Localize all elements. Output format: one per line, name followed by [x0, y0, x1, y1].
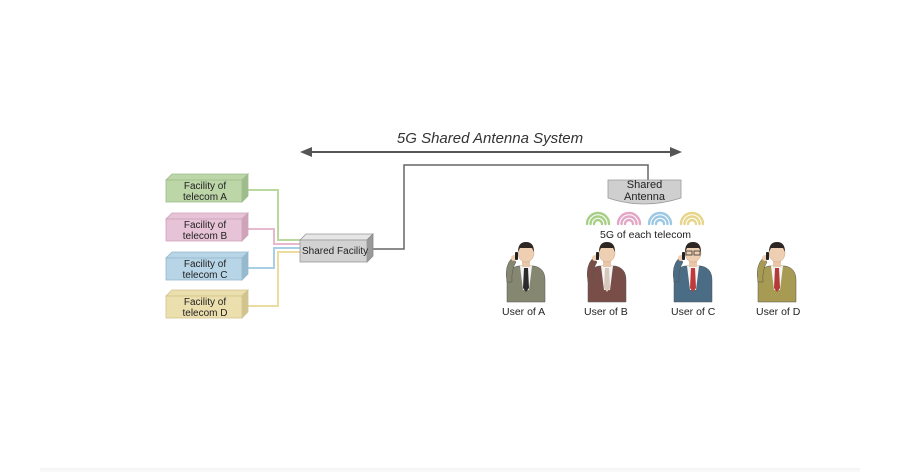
phone-icon — [682, 252, 685, 260]
user-neck — [603, 260, 611, 267]
facility-box-top — [165, 173, 249, 181]
user-arm — [756, 257, 768, 283]
user-hair — [685, 242, 701, 252]
users-group — [505, 242, 797, 303]
signal-wave — [683, 215, 701, 226]
signals-caption: 5G of each telecom — [600, 229, 692, 241]
signal-icons — [585, 211, 705, 226]
user-c-label: User of C — [671, 306, 716, 318]
user-figure-a — [505, 242, 546, 303]
user-a-label: User of A — [502, 306, 546, 318]
signal-icon-d — [679, 211, 705, 226]
signal-wave — [585, 211, 611, 226]
facility-line-a — [248, 189, 300, 241]
user-tie — [774, 268, 780, 292]
user-hair — [599, 242, 615, 252]
facility-box-a — [165, 173, 249, 203]
signal-wave — [589, 215, 607, 226]
backhaul-line — [373, 164, 649, 250]
user-figure-d — [756, 242, 797, 303]
facility-boxes — [165, 173, 249, 319]
diagram-title: 5G Shared Antenna System — [396, 130, 584, 147]
user-neck — [522, 260, 530, 267]
signal-wave — [647, 211, 673, 226]
signal-icon-c — [647, 211, 673, 226]
user-tie — [523, 268, 529, 292]
signal-wave — [592, 218, 604, 226]
user-d-label: User of D — [756, 306, 801, 318]
facility-box-front — [165, 218, 243, 242]
signal-wave — [679, 211, 705, 226]
shared-facility-box — [299, 233, 374, 263]
user-tie — [690, 268, 696, 292]
facility-box-c — [165, 251, 249, 281]
facility-line-c — [248, 247, 300, 269]
facility-box-top — [165, 289, 249, 297]
signal-wave — [651, 215, 669, 226]
shared-facility-label: Shared Facility — [302, 246, 369, 257]
phone-icon — [596, 252, 599, 260]
user-neck — [689, 260, 697, 267]
glasses-icon — [693, 250, 701, 256]
user-b-label: User of B — [584, 306, 628, 318]
user-hair — [518, 242, 534, 252]
facility-box-d — [165, 289, 249, 319]
facility-box-top — [165, 251, 249, 259]
user-figure-c — [672, 242, 713, 303]
span-arrow — [300, 147, 682, 157]
signal-wave — [686, 218, 698, 226]
facility-box-front — [165, 257, 243, 281]
facility-line-d — [248, 251, 300, 307]
phone-icon — [766, 252, 769, 260]
signal-wave — [623, 218, 635, 226]
signal-wave — [654, 218, 666, 226]
user-figure-b — [586, 242, 627, 303]
user-hair — [769, 242, 785, 252]
user-arm — [586, 257, 598, 283]
facility-connection-lines — [248, 189, 300, 307]
signal-wave — [620, 215, 638, 226]
user-arm — [672, 257, 684, 283]
facility-box-front — [165, 295, 243, 319]
user-tie — [604, 268, 610, 292]
facility-line-b — [248, 228, 300, 245]
shared-antenna — [607, 179, 682, 205]
signal-icon-b — [616, 211, 642, 226]
user-arm — [505, 257, 517, 283]
facility-box-b — [165, 212, 249, 242]
signal-wave — [616, 211, 642, 226]
facility-box-front — [165, 179, 243, 203]
signal-icon-a — [585, 211, 611, 226]
bottom-divider — [40, 468, 860, 472]
glasses-icon — [685, 250, 693, 256]
phone-icon — [515, 252, 518, 260]
user-neck — [773, 260, 781, 267]
facility-box-top — [165, 212, 249, 220]
